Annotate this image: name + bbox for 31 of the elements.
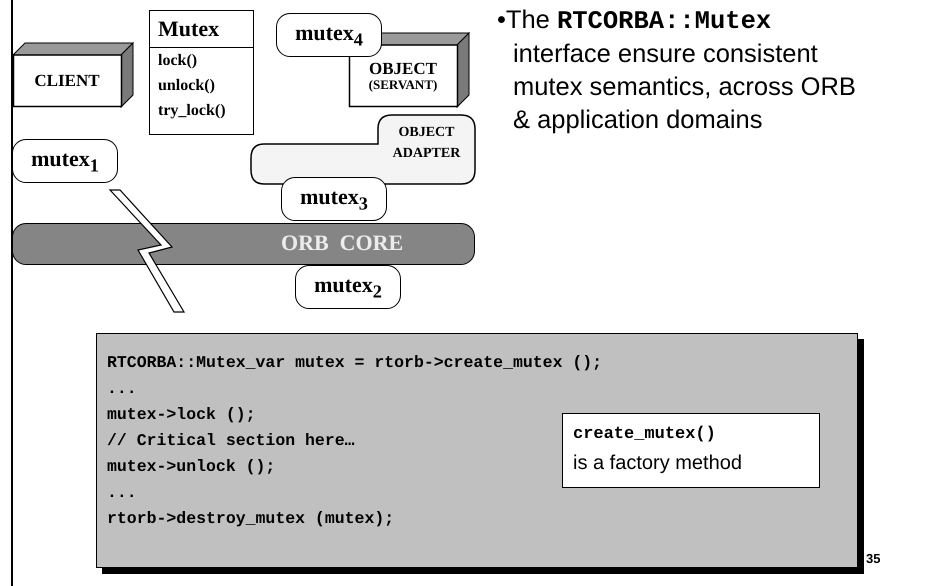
- code-line: // Critical section here…: [107, 430, 355, 452]
- code-line: RTCORBA::Mutex_var mutex = rtorb->create_mutex ();: [107, 352, 602, 374]
- method-name: lock(): [157, 51, 198, 71]
- code-line: ...: [107, 378, 137, 400]
- mutex-label: mutex$_{3}$: [300, 184, 368, 214]
- mutex-label: mutex$_{2}$: [314, 272, 382, 302]
- bullet-text: •The RTCORBA::Mutex interface ensure consistent mutex semantics, across ORB & application domains: [497, 5, 857, 136]
- rounded-box: [276, 13, 382, 57]
- adapter-label: OBJECT ADAPTER: [392, 124, 462, 163]
- method-name: create_mutex(): [573, 424, 717, 446]
- band-label: ORB CORE: [281, 230, 404, 256]
- method-name: unlock(): [157, 76, 216, 96]
- code-line: rtorb->destroy_mutex (mutex);: [107, 508, 394, 530]
- note-text: is a factory method: [573, 451, 743, 476]
- note-box: [562, 413, 820, 488]
- box-sublabel: (SERVANT): [368, 78, 438, 92]
- code-line: mutex->lock ();: [107, 404, 256, 426]
- code-line: mutex->unlock ();: [107, 456, 276, 478]
- method-name: try_lock(): [157, 101, 227, 121]
- rounded-box: [12, 139, 118, 183]
- code-line: ...: [107, 482, 137, 504]
- page-number: 35: [866, 551, 880, 566]
- box-label: CLIENT: [34, 72, 100, 90]
- class-name: Mutex: [150, 11, 253, 48]
- core-band: [12, 223, 475, 265]
- mutex-label: mutex$_{4}$: [295, 20, 363, 50]
- class-box: [149, 10, 254, 135]
- rounded-box: [295, 265, 401, 309]
- mutex-label: mutex$_{1}$: [31, 146, 99, 176]
- box-label: OBJECT: [368, 60, 438, 78]
- rounded-box: [281, 177, 387, 221]
